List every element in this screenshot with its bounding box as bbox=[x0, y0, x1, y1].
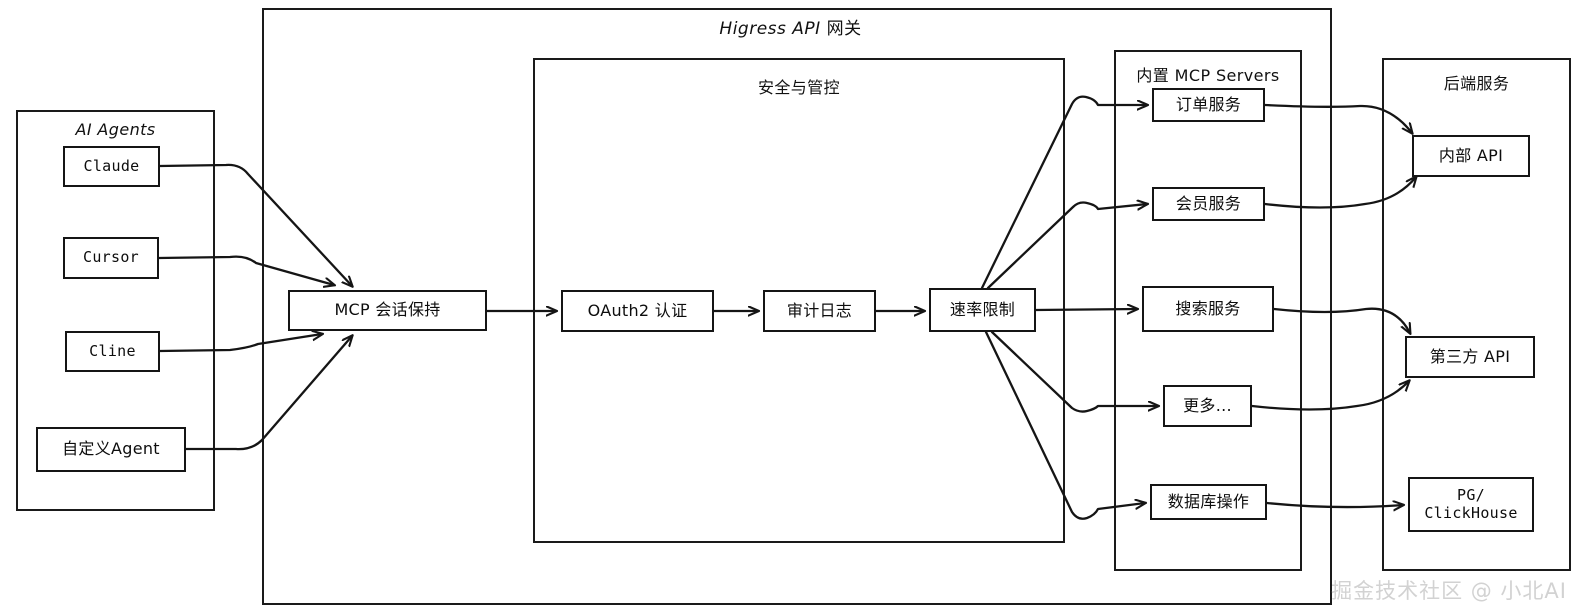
agent-node-cline[interactable]: Cline bbox=[65, 331, 160, 372]
edge-search-to-thirdparty-api bbox=[1272, 307, 1410, 333]
security-step-oauth2[interactable]: OAuth2 认证 bbox=[561, 290, 714, 332]
security-step-audit-log[interactable]: 审计日志 bbox=[763, 290, 876, 332]
security-panel-title: 安全与管控 bbox=[757, 78, 840, 97]
pg-clickhouse-line2: ClickHouse bbox=[1424, 503, 1518, 522]
gateway-container bbox=[262, 8, 1332, 605]
edge-ratelimit-to-database bbox=[984, 330, 1145, 520]
security-step-rate-limit[interactable]: 速率限制 bbox=[929, 288, 1036, 332]
security-panel: 安全与管控 bbox=[533, 58, 1065, 543]
mcp-session-node[interactable]: MCP 会话保持 bbox=[288, 290, 487, 331]
edge-ratelimit-to-member bbox=[986, 203, 1147, 290]
agent-node-custom[interactable]: 自定义Agent bbox=[36, 427, 186, 472]
edge-ratelimit-to-more bbox=[990, 330, 1158, 413]
backend-node-internal-api[interactable]: 内部 API bbox=[1412, 135, 1530, 177]
backend-services-panel-title: 后端服务 bbox=[1443, 74, 1510, 93]
edge-cursor-to-session bbox=[157, 255, 334, 285]
agent-node-claude[interactable]: Claude bbox=[63, 146, 160, 187]
pg-clickhouse-line1: PG/ bbox=[1457, 486, 1485, 505]
edge-ratelimit-to-search bbox=[1034, 309, 1137, 310]
mcp-node-member-service[interactable]: 会员服务 bbox=[1152, 187, 1265, 221]
agent-node-cursor[interactable]: Cursor bbox=[63, 237, 159, 279]
edge-order-to-internal-api bbox=[1263, 103, 1412, 133]
edge-custom-to-session bbox=[184, 336, 352, 451]
mcp-servers-panel-title: 内置 MCP Servers bbox=[1136, 66, 1280, 85]
watermark: 掘金技术社区 @ 小北AI bbox=[1331, 579, 1567, 603]
backend-services-panel: 后端服务 bbox=[1382, 58, 1571, 571]
edge-claude-to-session bbox=[158, 163, 352, 286]
edge-member-to-internal-api bbox=[1263, 177, 1416, 209]
agents-panel-title: AI Agents bbox=[75, 120, 156, 139]
edge-database-to-pg bbox=[1265, 503, 1403, 507]
mcp-node-order-service[interactable]: 订单服务 bbox=[1152, 88, 1265, 122]
mcp-node-database-ops[interactable]: 数据库操作 bbox=[1150, 484, 1267, 520]
mcp-node-search-service[interactable]: 搜索服务 bbox=[1142, 286, 1274, 332]
edge-more-to-thirdparty-api bbox=[1250, 381, 1409, 411]
mcp-node-more[interactable]: 更多... bbox=[1163, 385, 1252, 427]
edge-ratelimit-to-order bbox=[980, 95, 1147, 290]
backend-node-pg-clickhouse[interactable]: PG/ ClickHouse bbox=[1408, 477, 1534, 532]
backend-node-third-party-api[interactable]: 第三方 API bbox=[1405, 336, 1535, 378]
agents-panel: AI Agents bbox=[16, 110, 215, 511]
edge-cline-to-session bbox=[158, 334, 322, 353]
